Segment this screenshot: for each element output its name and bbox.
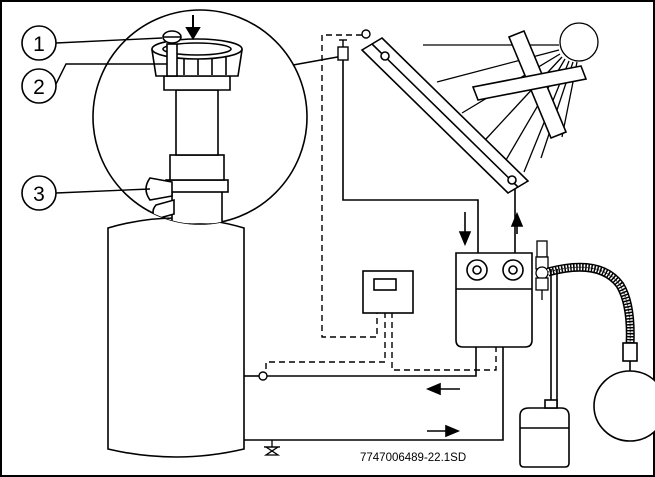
callout-2-label: 2	[33, 76, 45, 99]
sensor-cables	[265, 34, 497, 376]
callout-1-label: 1	[33, 33, 45, 56]
magnifier-detail	[92, 9, 308, 225]
storage-tank	[107, 217, 245, 458]
expansion-vessel	[593, 342, 655, 442]
flow-arrows	[425, 211, 524, 438]
callout-2: 2	[21, 63, 167, 104]
fill-drain-valves	[535, 240, 549, 300]
solar-collector	[360, 36, 530, 195]
pump-station	[455, 252, 533, 348]
drain-valve-icon	[263, 440, 281, 456]
tank-sensor-icon	[258, 371, 268, 381]
collector-sensor-icon	[361, 29, 371, 39]
callout-3-label: 3	[33, 183, 45, 206]
collector-return-line	[244, 60, 517, 441]
air-vent-icon	[337, 39, 349, 61]
solar-controller	[362, 270, 414, 314]
figure-code: 7747006489-22.1SD	[360, 452, 466, 464]
callout-1: 1	[21, 25, 163, 61]
not-allowed-x-icon	[471, 29, 588, 140]
expansion-hose	[546, 262, 635, 346]
drain-canister	[519, 269, 570, 468]
callout-3: 3	[21, 175, 151, 211]
